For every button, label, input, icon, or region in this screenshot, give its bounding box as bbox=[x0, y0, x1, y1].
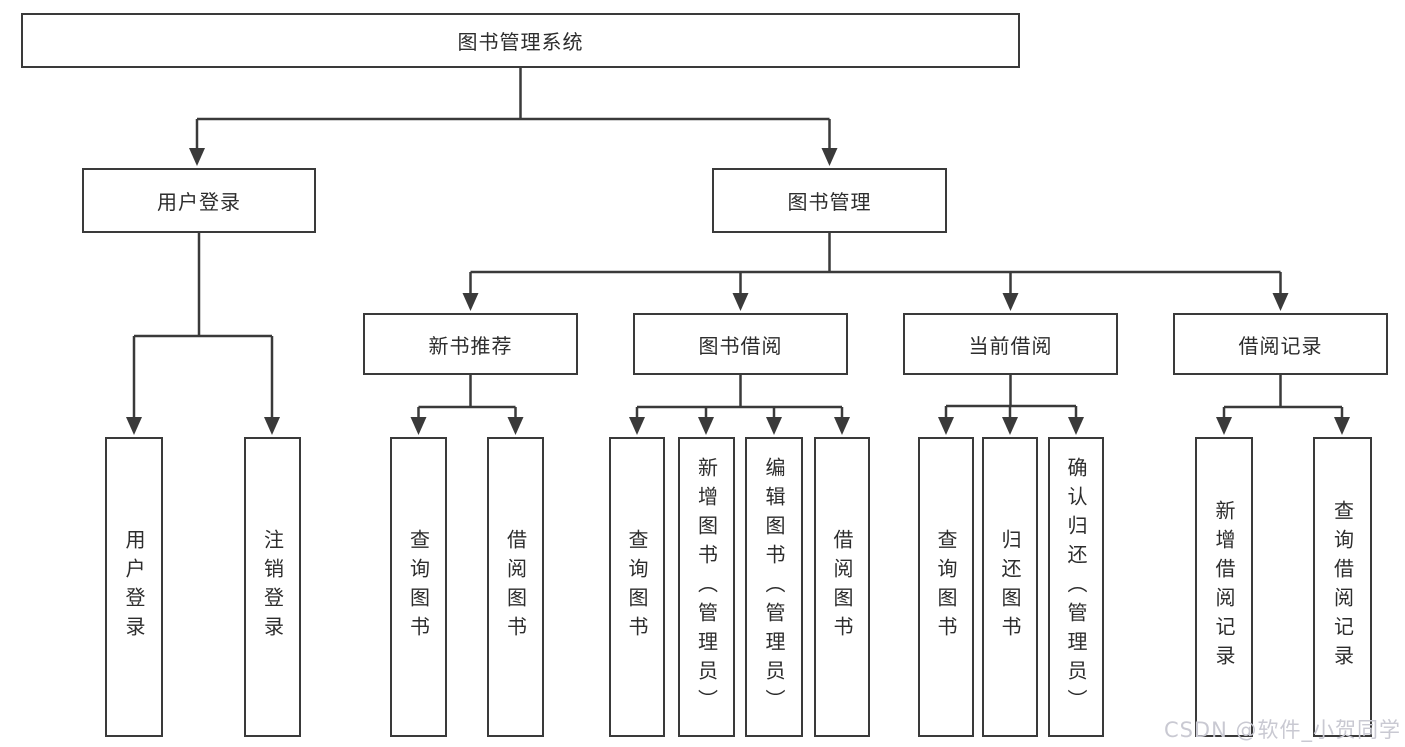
arrowheads-leaves bbox=[126, 417, 1350, 435]
leaf-edit-books-admin: 编辑图书（管理员） bbox=[745, 437, 803, 737]
node-user-login: 用户登录 bbox=[82, 168, 316, 233]
leaf-add-borrow-record: 新增借阅记录 bbox=[1195, 437, 1253, 737]
leaf-add-books-admin: 新增图书（管理员） bbox=[678, 437, 735, 737]
node-new-book-recommendation: 新书推荐 bbox=[363, 313, 578, 375]
arrowheads-level3 bbox=[462, 293, 1289, 311]
leaf-return-books: 归还图书 bbox=[982, 437, 1038, 737]
connector-records-children bbox=[1222, 375, 1344, 419]
leaf-query-borrow-record: 查询借阅记录 bbox=[1313, 437, 1372, 737]
csdn-watermark: CSDN @软件_小贺同学 bbox=[1163, 718, 1401, 742]
connector-recommend-children bbox=[417, 375, 517, 419]
connector-book-mgmt-to-level3 bbox=[469, 233, 1282, 295]
node-root: 图书管理系统 bbox=[21, 13, 1020, 68]
leaf-user-login: 用户登录 bbox=[105, 437, 163, 737]
leaf-borrow-books: 借阅图书 bbox=[814, 437, 870, 737]
leaf-recommend-borrow-books: 借阅图书 bbox=[487, 437, 544, 737]
leaf-confirm-return-admin: 确认归还（管理员） bbox=[1048, 437, 1104, 737]
node-book-management: 图书管理 bbox=[712, 168, 947, 233]
connector-root-to-level2 bbox=[195, 68, 831, 150]
node-borrowing-records: 借阅记录 bbox=[1173, 313, 1388, 375]
node-book-borrowing: 图书借阅 bbox=[633, 313, 848, 375]
leaf-recommend-query-books: 查询图书 bbox=[390, 437, 447, 737]
leaf-logout: 注销登录 bbox=[244, 437, 301, 737]
connector-user-login-children bbox=[132, 233, 274, 419]
leaf-borrowing-query-books: 查询图书 bbox=[609, 437, 665, 737]
connector-borrowing-children bbox=[635, 375, 844, 419]
node-current-borrowing: 当前借阅 bbox=[903, 313, 1118, 375]
leaf-current-query-books: 查询图书 bbox=[918, 437, 974, 737]
arrowheads-level2 bbox=[189, 148, 838, 166]
connector-current-children bbox=[944, 375, 1078, 419]
